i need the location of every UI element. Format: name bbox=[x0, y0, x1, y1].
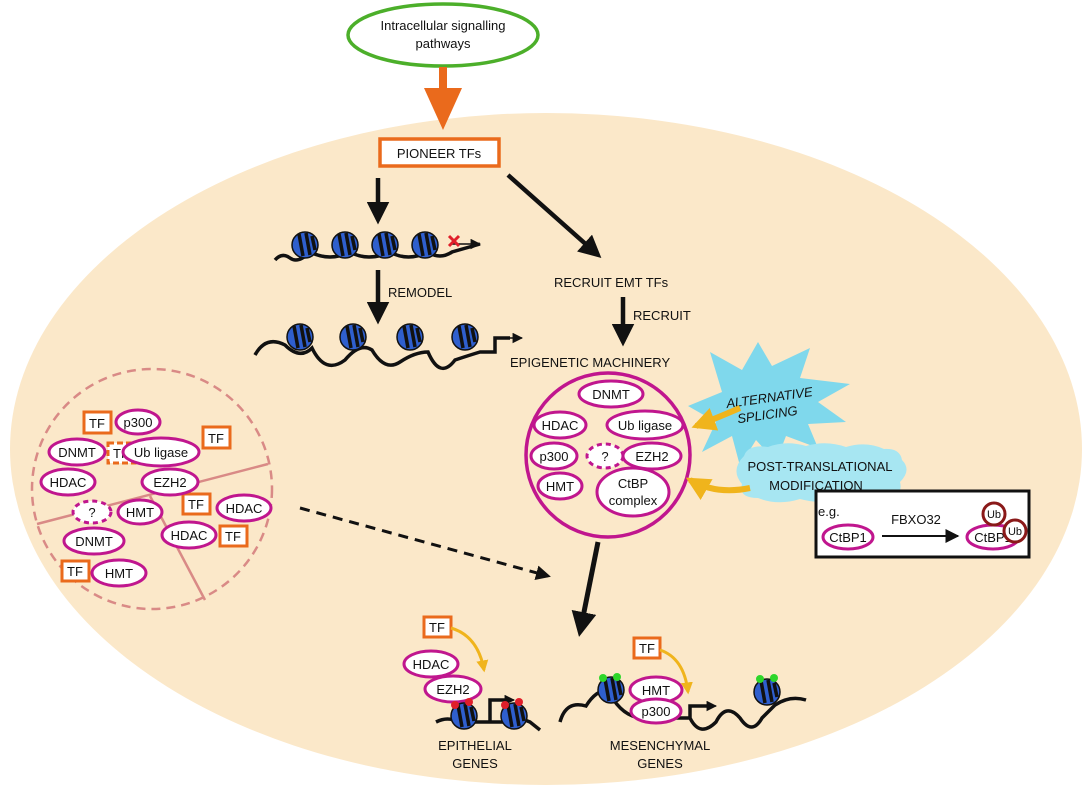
complex-hmt-label: HMT bbox=[546, 479, 574, 494]
ubiquitin-2-label: Ub bbox=[1008, 526, 1022, 538]
ubiquitin-1-label: Ub bbox=[987, 509, 1001, 521]
signalling-label-line2: pathways bbox=[416, 36, 471, 51]
complex-ctbp bbox=[595, 466, 671, 518]
complex-p300 bbox=[529, 441, 579, 471]
orange-down-arrow bbox=[424, 67, 462, 130]
remodel-label: REMODEL bbox=[388, 285, 452, 300]
left-tf-label-6: TF bbox=[67, 564, 83, 579]
left-p300-label: p300 bbox=[124, 415, 153, 430]
left-tf-box-5 bbox=[218, 524, 249, 548]
left-tf-box-4 bbox=[181, 492, 212, 516]
epithelial-tf-box bbox=[422, 615, 453, 639]
complex-hdac bbox=[532, 410, 588, 440]
mesenchymal-tf-label: TF bbox=[639, 641, 655, 656]
left-p300 bbox=[114, 408, 162, 436]
left-dnmt-label: DNMT bbox=[58, 445, 96, 460]
left-ub-ligase bbox=[121, 436, 201, 468]
pioneer-tfs-box bbox=[378, 137, 501, 168]
left-ezh2-label: EZH2 bbox=[153, 475, 186, 490]
mesenchymal-hmt-label: HMT bbox=[642, 683, 670, 698]
arrow-ptm-to-complex bbox=[685, 477, 751, 500]
complex-dnmt-label: DNMT bbox=[592, 387, 630, 402]
left-ub-ligase-label: Ub ligase bbox=[134, 445, 188, 460]
complex-dnmt bbox=[577, 379, 645, 409]
signalling-pathways-ellipse bbox=[346, 2, 540, 68]
open-chromatin bbox=[253, 322, 524, 370]
arrow-pioneer-to-recruit bbox=[506, 173, 602, 258]
mesenchymal-genes-line2: GENES bbox=[637, 756, 683, 771]
recruit-emt-tfs-label: RECRUIT EMT TFs bbox=[554, 275, 669, 290]
recruit-label: RECRUIT bbox=[633, 308, 691, 323]
left-hmt bbox=[116, 498, 164, 526]
epigenetic-machinery-label: EPIGENETIC MACHINERY bbox=[510, 355, 670, 370]
left-hdac-label: HDAC bbox=[50, 475, 87, 490]
ptm-label-line2: MODIFICATION bbox=[769, 478, 863, 493]
left-hdac-3-label: HDAC bbox=[171, 528, 208, 543]
epithelial-genes-line2: GENES bbox=[452, 756, 498, 771]
left-unknown-label: ? bbox=[88, 505, 95, 520]
complex-ctbp-label-line2: complex bbox=[609, 493, 658, 508]
complex-p300-label: p300 bbox=[540, 449, 569, 464]
signalling-label-line1: Intracellular signalling bbox=[380, 18, 505, 33]
left-tf-label-4: TF bbox=[188, 497, 204, 512]
ctbp1-ub-label: CtBP1 bbox=[974, 530, 1012, 545]
epithelial-hdac bbox=[402, 649, 460, 679]
fbxo32-label: FBXO32 bbox=[891, 512, 941, 527]
left-tf-box-2 bbox=[201, 425, 232, 450]
left-tf-box-6 bbox=[60, 559, 91, 583]
complex-ub-ligase bbox=[605, 409, 685, 441]
complex-ezh2-label: EZH2 bbox=[635, 449, 668, 464]
ctbp1-label: CtBP1 bbox=[829, 530, 867, 545]
alternative-splicing-burst bbox=[688, 342, 850, 466]
left-hmt-2-label: HMT bbox=[105, 566, 133, 581]
left-hdac-2-label: HDAC bbox=[226, 501, 263, 516]
ptm-label-line1: POST-TRANSLATIONAL bbox=[748, 459, 893, 474]
mesenchymal-tf-box bbox=[632, 636, 662, 660]
epithelial-hdac-label: HDAC bbox=[413, 657, 450, 672]
complex-ctbp-label-line1: CtBP bbox=[618, 476, 648, 491]
pioneer-tfs-label: PIONEER TFs bbox=[397, 146, 482, 161]
left-dashed-circle bbox=[30, 367, 274, 611]
left-hdac-2 bbox=[215, 493, 273, 523]
epithelial-genes-line1: EPITHELIAL bbox=[438, 738, 512, 753]
ubiquitin-2 bbox=[1002, 518, 1028, 544]
left-hdac-3 bbox=[160, 520, 218, 550]
epithelial-tf-arrow bbox=[450, 626, 489, 673]
epithelial-chromatin bbox=[435, 694, 542, 732]
compact-chromatin bbox=[273, 230, 482, 262]
left-unknown bbox=[71, 499, 113, 525]
arrow-complex-to-genes bbox=[571, 541, 601, 637]
epithelial-ezh2-label: EZH2 bbox=[436, 682, 469, 697]
mesenchymal-p300 bbox=[629, 697, 683, 725]
complex-ub-ligase-label: Ub ligase bbox=[618, 418, 672, 433]
ptm-eg-label: e.g. bbox=[818, 504, 840, 519]
left-tf-label-5: TF bbox=[225, 529, 241, 544]
left-dnmt-2 bbox=[62, 526, 126, 556]
arrow-splicing-to-complex bbox=[691, 405, 742, 431]
mesenchymal-p300-label: p300 bbox=[642, 704, 671, 719]
complex-ezh2 bbox=[621, 441, 683, 471]
left-hmt-2 bbox=[90, 558, 148, 588]
left-tf-label-2: TF bbox=[208, 431, 224, 446]
left-dnmt-2-label: DNMT bbox=[75, 534, 113, 549]
left-hdac bbox=[39, 467, 97, 497]
ptm-cloud bbox=[736, 443, 907, 503]
ubiquitin-1 bbox=[981, 501, 1007, 527]
left-tf-label-1: TF bbox=[89, 416, 105, 431]
ctbp1-ellipse bbox=[821, 523, 875, 551]
complex-hdac-label: HDAC bbox=[542, 418, 579, 433]
left-hmt-label: HMT bbox=[126, 505, 154, 520]
mesenchymal-chromatin bbox=[558, 673, 807, 731]
epithelial-tf-label: TF bbox=[429, 620, 445, 635]
complex-hmt bbox=[536, 471, 584, 501]
mesenchymal-tf-arrow bbox=[659, 648, 693, 695]
left-dnmt bbox=[47, 437, 107, 467]
mesenchymal-genes-line1: MESENCHYMAL bbox=[610, 738, 710, 753]
left-ezh2 bbox=[140, 467, 200, 497]
dashed-arrow-to-genes bbox=[299, 506, 551, 581]
left-tf-box-1 bbox=[82, 410, 113, 435]
complex-unknown-label: ? bbox=[601, 449, 608, 464]
